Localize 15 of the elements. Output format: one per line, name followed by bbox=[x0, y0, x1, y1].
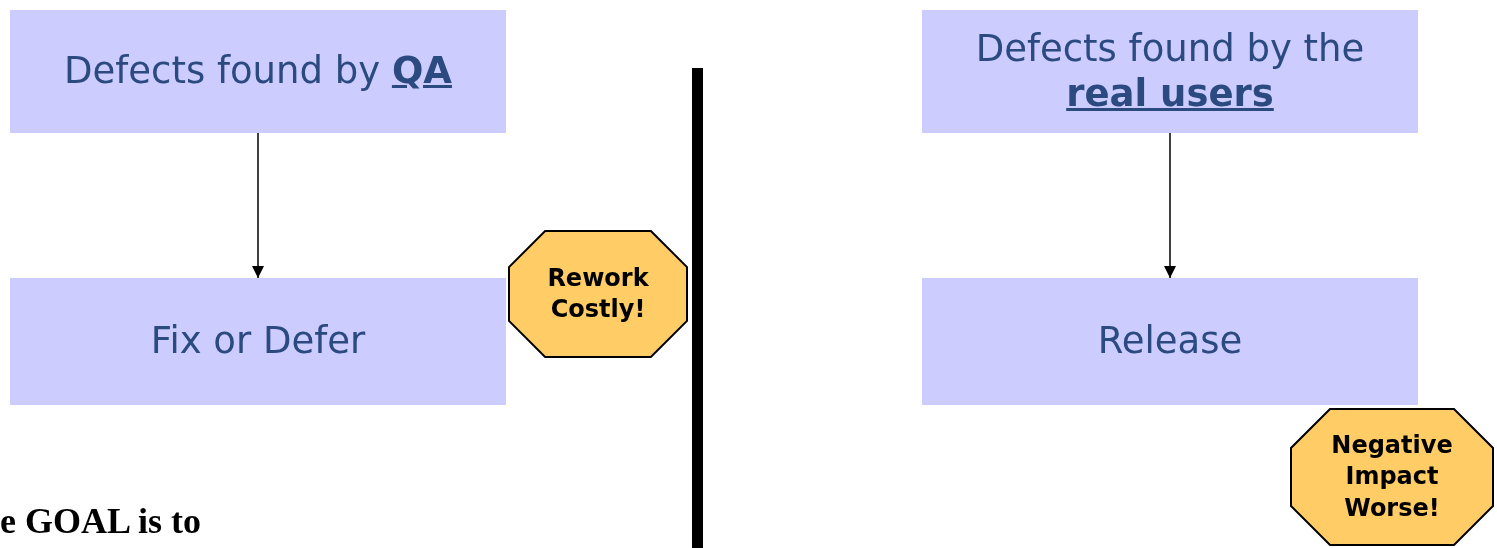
arrow bbox=[252, 132, 264, 279]
node-text: Defects found by QA bbox=[64, 49, 452, 94]
node-text: Negative Impact Worse! bbox=[1330, 430, 1454, 524]
node-text: Release bbox=[1097, 319, 1243, 364]
node-text: Rework Costly! bbox=[546, 262, 650, 325]
octagon-badge bbox=[508, 230, 688, 358]
octagon-badge bbox=[1290, 408, 1494, 546]
node-text: Defects found by the real users bbox=[974, 27, 1366, 116]
process-box bbox=[10, 278, 506, 405]
heading-text: e GOAL is to bbox=[0, 500, 201, 542]
process-box bbox=[922, 278, 1418, 405]
arrow bbox=[1164, 132, 1176, 279]
node-text: Fix or Defer bbox=[150, 319, 366, 364]
process-box bbox=[10, 10, 506, 133]
process-box bbox=[922, 10, 1418, 133]
